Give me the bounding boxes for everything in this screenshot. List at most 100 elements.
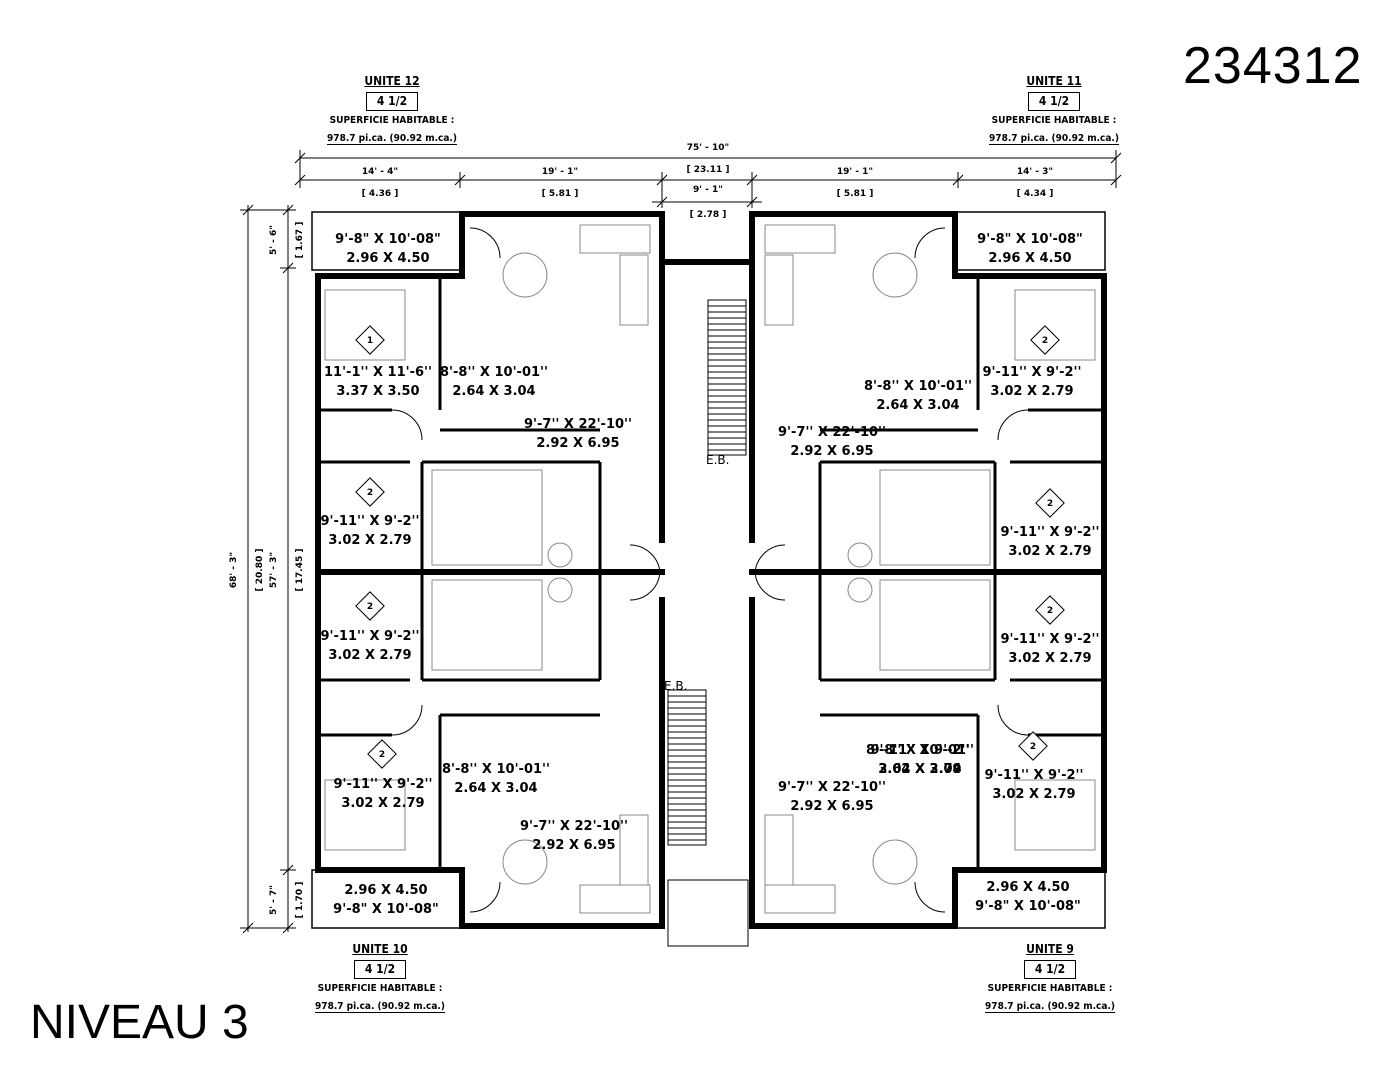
- bottom-balcony-dim-m: [ 1.70 ]: [295, 882, 305, 919]
- room-tag: 2: [1047, 499, 1053, 509]
- page-number: 234312: [1183, 37, 1363, 95]
- room-dim-imp: 8'-8'' X 10'-01'': [864, 379, 972, 394]
- segment-dim: 14' - 3": [1017, 167, 1053, 177]
- room-dim-met: 2.64 X 3.04: [878, 762, 961, 777]
- room-dim-imp: 9'-7'' X 22'-10'': [524, 417, 632, 432]
- segment-dim: 9' - 1": [693, 185, 723, 195]
- room-dim-imp: 9'-11'' X 9'-2'': [871, 743, 970, 758]
- unit-info-10: UNITE 10 4 1/2 SUPERFICIE HABITABLE : 97…: [285, 942, 475, 1013]
- unit-area-label: SUPERFICIE HABITABLE :: [317, 983, 443, 994]
- unit-area-value: 978.7 pi.ca. (90.92 m.ca.): [315, 1001, 445, 1013]
- room-dim-imp: 9'-11'' X 9'-2'': [983, 365, 1082, 380]
- unit-info-9: UNITE 9 4 1/2 SUPERFICIE HABITABLE : 978…: [955, 942, 1145, 1013]
- segment-dim: 14' - 4": [362, 167, 398, 177]
- segment-dim: 19' - 1": [542, 167, 578, 177]
- room-dim-imp: 11'-1'' X 11'-6'': [324, 365, 432, 380]
- unit-name: UNITE 10: [352, 942, 408, 956]
- room-labels: 9'-8" X 10'-08" 2.96 X 4.50 11'-1'' X 11…: [321, 232, 1100, 917]
- top-dimensions: [294, 150, 1122, 208]
- room-dim-met: 3.02 X 2.79: [328, 648, 411, 663]
- interior-walls: [318, 278, 1104, 870]
- furniture: [324, 224, 1096, 914]
- room-dim-imp: 9'-11'' X 9'-2'': [1001, 632, 1100, 647]
- room-tag: 2: [1042, 336, 1048, 346]
- room-dim-met: 2.64 X 3.04: [876, 398, 959, 413]
- overall-width-dim: 75' - 10": [687, 143, 730, 153]
- room-dim-imp: 9'-8" X 10'-08": [975, 899, 1081, 914]
- room-tag: 2: [1047, 606, 1053, 616]
- unit-info-11: UNITE 11 4 1/2 SUPERFICIE HABITABLE : 97…: [959, 74, 1149, 145]
- unit-area-value: 978.7 pi.ca. (90.92 m.ca.): [989, 133, 1119, 145]
- room-dim-met: 3.02 X 2.79: [341, 796, 424, 811]
- segment-dim-m: [ 5.81 ]: [542, 189, 579, 199]
- unit-type: 4 1/2: [1024, 960, 1076, 979]
- room-dim-imp: 9'-8" X 10'-08": [335, 232, 441, 247]
- room-tag: 2: [367, 602, 373, 612]
- top-balcony-dim-m: [ 1.67 ]: [295, 222, 305, 259]
- room-dim-met: 2.64 X 3.04: [452, 384, 535, 399]
- room-tag: 1: [367, 336, 373, 346]
- top-balcony-dim: 5' - 6": [269, 225, 279, 255]
- room-dim-met: 2.96 X 4.50: [988, 251, 1071, 266]
- room-dim-imp: 9'-11'' X 9'-2'': [985, 768, 1084, 783]
- segment-dim: 19' - 1": [837, 167, 873, 177]
- room-tag: 2: [379, 750, 385, 760]
- overall-height-dim-m: [ 20.80 ]: [255, 549, 265, 592]
- overall-width-dim-m: [ 23.11 ]: [687, 165, 730, 175]
- room-dim-imp: 9'-7'' X 22'-10'': [778, 425, 886, 440]
- room-tag: 2: [367, 488, 373, 498]
- room-dim-met: 2.92 X 6.95: [790, 799, 873, 814]
- room-dim-imp: 9'-11'' X 9'-2'': [321, 514, 420, 529]
- segment-dim-m: [ 4.34 ]: [1017, 189, 1054, 199]
- room-dim-met: 2.96 X 4.50: [346, 251, 429, 266]
- room-dim-met: 2.92 X 6.95: [532, 838, 615, 853]
- room-dim-imp: 9'-7'' X 22'-10'': [520, 819, 628, 834]
- room-dim-met: 3.02 X 2.79: [992, 787, 1075, 802]
- room-dim-imp: 9'-11'' X 9'-2'': [334, 777, 433, 792]
- room-dim-met: 2.92 X 6.95: [790, 444, 873, 459]
- room-dim-met: 2.64 X 3.04: [454, 781, 537, 796]
- room-dim-met: 3.02 X 2.79: [878, 762, 961, 777]
- unit-area-label: SUPERFICIE HABITABLE :: [329, 115, 455, 126]
- room-dim-met: 3.02 X 2.79: [1008, 544, 1091, 559]
- room-dim-met: 3.02 X 2.79: [990, 384, 1073, 399]
- room-dim-imp: 9'-8" X 10'-08": [977, 232, 1083, 247]
- room-dim-met: 2.96 X 4.50: [986, 880, 1069, 895]
- segment-dim-m: [ 4.36 ]: [362, 189, 399, 199]
- room-dim-met: 3.37 X 3.50: [336, 384, 419, 399]
- stair-label: E.B.: [664, 679, 687, 693]
- inner-height-dim: 57' - 3": [269, 552, 279, 588]
- room-dim-imp: 8'-8'' X 10'-01'': [440, 365, 548, 380]
- room-dim-met: 3.02 X 2.79: [328, 533, 411, 548]
- bottom-balcony-dim: 5' - 7": [269, 885, 279, 915]
- room-tags: 1 2 2 2 2 2 2 2: [355, 325, 1065, 769]
- unit-name: UNITE 11: [1026, 74, 1082, 88]
- room-dim-met: 3.02 X 2.79: [1008, 651, 1091, 666]
- unit-area-label: SUPERFICIE HABITABLE :: [991, 115, 1117, 126]
- room-dim-met: 2.92 X 6.95: [536, 436, 619, 451]
- room-dim-imp: 9'-11'' X 9'-2'': [321, 629, 420, 644]
- overall-height-dim: 68' - 3": [229, 552, 239, 588]
- stairs: [667, 299, 749, 947]
- door-swings: [391, 227, 1029, 913]
- room-dim-imp: 9'-8" X 10'-08": [333, 902, 439, 917]
- level-title: NIVEAU 3: [30, 996, 249, 1049]
- unit-name: UNITE 9: [1026, 942, 1074, 956]
- unit-type: 4 1/2: [1028, 92, 1080, 111]
- segment-dim-m: [ 5.81 ]: [837, 189, 874, 199]
- unit-info-12: UNITE 12 4 1/2 SUPERFICIE HABITABLE : 97…: [297, 74, 487, 145]
- inner-height-dim-m: [ 17.45 ]: [295, 549, 305, 592]
- exterior-walls: [315, 211, 1107, 929]
- room-dim-imp: 8'-8'' X 10'-01'': [866, 743, 974, 758]
- left-dimensions: [240, 204, 296, 934]
- room-tag: 2: [1030, 742, 1036, 752]
- unit-area-value: 978.7 pi.ca. (90.92 m.ca.): [985, 1001, 1115, 1013]
- unit-area-label: SUPERFICIE HABITABLE :: [987, 983, 1113, 994]
- room-dim-imp: 9'-7'' X 22'-10'': [778, 780, 886, 795]
- unit-type: 4 1/2: [366, 92, 418, 111]
- room-dim-met: 2.96 X 4.50: [344, 883, 427, 898]
- room-dim-imp: 8'-8'' X 10'-01'': [442, 762, 550, 777]
- unit-name: UNITE 12: [364, 74, 420, 88]
- unit-type: 4 1/2: [354, 960, 406, 979]
